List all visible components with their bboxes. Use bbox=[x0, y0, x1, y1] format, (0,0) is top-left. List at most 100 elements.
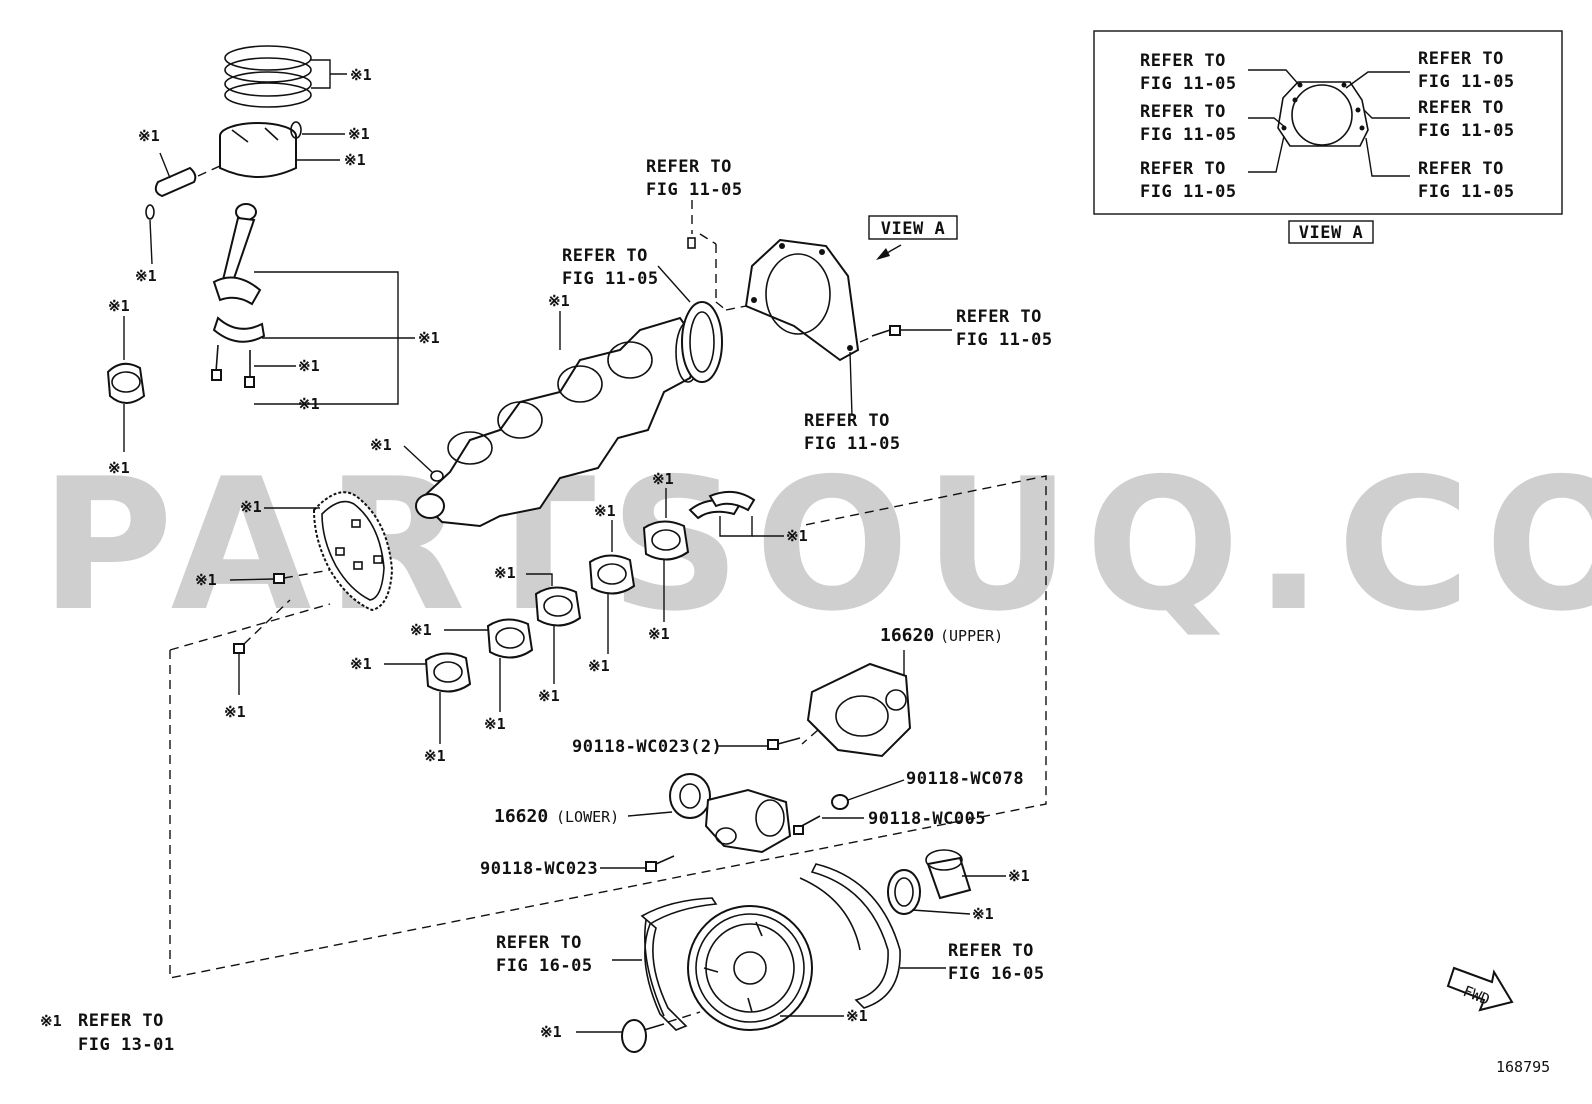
ref-dowel-pin[interactable]: REFER TO FIG 11-05 bbox=[646, 157, 743, 200]
dowel-pin[interactable] bbox=[687, 200, 727, 311]
retainer-bolt[interactable] bbox=[859, 325, 952, 343]
piston[interactable] bbox=[219, 122, 340, 178]
svg-text:REFER TO: REFER TO bbox=[496, 933, 582, 953]
note-main-bearing-2-top: ※1 bbox=[594, 502, 616, 520]
svg-text:(UPPER): (UPPER) bbox=[940, 627, 1003, 645]
svg-text:REFER TO: REFER TO bbox=[1418, 159, 1504, 179]
crank-timing-gear[interactable] bbox=[264, 491, 394, 612]
rod-bolts[interactable] bbox=[211, 344, 296, 388]
crank-pulley[interactable] bbox=[687, 905, 844, 1031]
svg-text:REFER TO: REFER TO bbox=[646, 157, 732, 177]
note-gear-bolt: ※1 bbox=[195, 571, 217, 589]
label-90118-wc078[interactable]: 90118-WC078 bbox=[906, 769, 1024, 789]
svg-text:FIG 16-05: FIG 16-05 bbox=[948, 964, 1045, 984]
svg-text:REFER TO: REFER TO bbox=[1418, 98, 1504, 118]
note-rod-bearing-bottom: ※1 bbox=[108, 459, 130, 477]
svg-text:FIG 11-05: FIG 11-05 bbox=[562, 269, 659, 289]
thrust-washers[interactable] bbox=[688, 490, 784, 537]
svg-text:REFER TO: REFER TO bbox=[1140, 102, 1226, 122]
svg-text:16620: 16620 bbox=[494, 806, 548, 827]
gear-bolt[interactable] bbox=[229, 569, 331, 584]
idler-pulley-upper[interactable] bbox=[801, 650, 912, 758]
connecting-rod[interactable] bbox=[212, 203, 415, 405]
tensioner-lower[interactable] bbox=[627, 773, 792, 854]
crank-key[interactable] bbox=[403, 445, 444, 482]
gear-plug[interactable] bbox=[233, 599, 291, 695]
drive-belt-right[interactable] bbox=[799, 863, 946, 1009]
ref-seal-retainer[interactable]: REFER TO FIG 11-05 bbox=[804, 411, 901, 454]
svg-text:FIG 16-05: FIG 16-05 bbox=[496, 956, 593, 976]
label-90118-wc023[interactable]: 90118-WC023 bbox=[480, 859, 598, 879]
rear-oil-seal[interactable] bbox=[657, 265, 723, 383]
svg-text:FIG 11-05: FIG 11-05 bbox=[1418, 121, 1515, 141]
snap-ring-lower[interactable] bbox=[145, 204, 155, 265]
note-timing-gear: ※1 bbox=[240, 498, 262, 516]
svg-text:REFER TO: REFER TO bbox=[956, 307, 1042, 327]
piston-rings[interactable] bbox=[224, 45, 347, 108]
note-main-bearing-3-top: ※1 bbox=[494, 564, 516, 582]
note-pulley-bolt: ※1 bbox=[540, 1023, 562, 1041]
bolt-wc023-2[interactable] bbox=[718, 737, 801, 750]
svg-text:※1: ※1 bbox=[40, 1012, 62, 1030]
note-main-bearing-3-bottom: ※1 bbox=[538, 687, 560, 705]
watermark: PARTSOUQ.COM bbox=[40, 439, 1592, 651]
label-16620-lower[interactable]: 16620 (LOWER) bbox=[494, 806, 619, 827]
piston-pin[interactable] bbox=[154, 152, 221, 198]
svg-text:REFER TO: REFER TO bbox=[1140, 159, 1226, 179]
bolt-wc023[interactable] bbox=[600, 855, 675, 872]
note-snap-ring-lower: ※1 bbox=[135, 267, 157, 285]
inset-ref-4[interactable]: REFER TO FIG 11-05 bbox=[1418, 49, 1515, 92]
svg-text:REFER TO: REFER TO bbox=[562, 246, 648, 266]
svg-text:FIG 13-01: FIG 13-01 bbox=[78, 1035, 175, 1055]
note-main-bearing-1-top: ※1 bbox=[652, 470, 674, 488]
label-90118-wc023-2[interactable]: 90118-WC023(2) bbox=[572, 737, 722, 757]
ref-belt-left[interactable]: REFER TO FIG 16-05 bbox=[496, 933, 593, 976]
main-bearing-5[interactable] bbox=[384, 652, 472, 744]
inset-ref-1[interactable]: REFER TO FIG 11-05 bbox=[1140, 51, 1237, 94]
svg-text:FIG 11-05: FIG 11-05 bbox=[1140, 182, 1237, 202]
oil-seal-retainer[interactable] bbox=[725, 238, 860, 417]
main-bearing-4[interactable] bbox=[444, 618, 534, 712]
view-a-inset: REFER TO FIG 11-05 REFER TO FIG 11-05 RE… bbox=[1093, 30, 1563, 215]
ref-belt-right[interactable]: REFER TO FIG 16-05 bbox=[948, 941, 1045, 984]
svg-text:VIEW A: VIEW A bbox=[881, 219, 945, 239]
main-bearing-3[interactable] bbox=[526, 573, 582, 684]
pulley-bolt[interactable] bbox=[576, 1011, 701, 1053]
crank-sprocket[interactable] bbox=[925, 849, 1006, 900]
note-snap-ring-upper: ※1 bbox=[348, 125, 370, 143]
svg-text:VIEW A: VIEW A bbox=[1299, 223, 1363, 243]
svg-text:REFER TO: REFER TO bbox=[1140, 51, 1226, 71]
note-piston-rings: ※1 bbox=[350, 66, 372, 84]
svg-text:(LOWER): (LOWER) bbox=[556, 808, 619, 826]
note-crank-key: ※1 bbox=[370, 436, 392, 454]
front-oil-seal[interactable] bbox=[887, 869, 971, 915]
bolt-wc005[interactable] bbox=[793, 815, 864, 835]
note-main-bearing-1-bottom: ※1 bbox=[648, 625, 670, 643]
note-main-bearing-5-top: ※1 bbox=[350, 655, 372, 673]
svg-text:FIG 11-05: FIG 11-05 bbox=[804, 434, 901, 454]
main-bearing-1[interactable] bbox=[642, 488, 690, 622]
assembly-dashed-outline bbox=[169, 475, 1047, 979]
bolt-wc078[interactable] bbox=[831, 779, 905, 810]
inset-ref-3[interactable]: REFER TO FIG 11-05 bbox=[1140, 159, 1237, 202]
footnote: ※1 REFER TO FIG 13-01 bbox=[40, 1011, 175, 1055]
label-16620-upper[interactable]: 16620 (UPPER) bbox=[880, 625, 1003, 646]
ref-retainer-bolt[interactable]: REFER TO FIG 11-05 bbox=[956, 307, 1053, 350]
rod-bearing[interactable] bbox=[106, 316, 146, 452]
inset-ref-6[interactable]: REFER TO FIG 11-05 bbox=[1418, 159, 1515, 202]
main-bearing-2[interactable] bbox=[588, 520, 636, 654]
note-rod-bearing-top: ※1 bbox=[108, 297, 130, 315]
inset-ref-2[interactable]: REFER TO FIG 11-05 bbox=[1140, 102, 1237, 145]
note-main-bearing-5-bottom: ※1 bbox=[424, 747, 446, 765]
svg-text:REFER TO: REFER TO bbox=[1418, 49, 1504, 69]
snap-ring-upper[interactable] bbox=[290, 121, 345, 139]
drive-belt-left[interactable] bbox=[612, 897, 718, 1031]
svg-text:REFER TO: REFER TO bbox=[948, 941, 1034, 961]
view-a-caption: VIEW A bbox=[1288, 220, 1374, 244]
note-crank-sprocket: ※1 bbox=[1008, 867, 1030, 885]
label-90118-wc005[interactable]: 90118-WC005 bbox=[868, 809, 986, 829]
inset-ref-5[interactable]: REFER TO FIG 11-05 bbox=[1418, 98, 1515, 141]
ref-oil-seal[interactable]: REFER TO FIG 11-05 bbox=[562, 246, 659, 289]
